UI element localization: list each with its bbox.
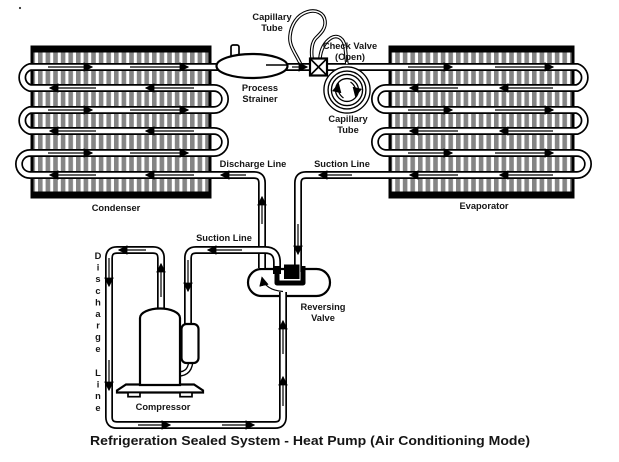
capillary-tube-loop (288, 9, 349, 66)
discharge-line-top-label: Discharge Line (220, 159, 287, 169)
diagram-title: Refrigeration Sealed System - Heat Pump … (90, 433, 530, 448)
capillary-tube-top-label-1: Capillary (252, 12, 292, 22)
check-valve (308, 57, 329, 77)
vertical-letter: D (95, 251, 102, 261)
stray-dot (18, 6, 22, 10)
check-valve-label-2: (Open) (335, 52, 365, 62)
vertical-letter: s (95, 274, 100, 284)
vertical-letter: n (95, 391, 101, 401)
vertical-letter: L (95, 368, 101, 378)
vertical-letter: h (95, 297, 101, 307)
process-strainer-label-2: Strainer (242, 94, 278, 104)
vertical-letter: i (97, 380, 100, 390)
reversing-valve-port-block (284, 264, 300, 279)
capillary-tube-coil-label-1: Capillary (328, 114, 368, 124)
reversing-valve-label-1: Reversing (301, 302, 346, 312)
reversing-valve-slider (274, 266, 306, 286)
flow-arrows (48, 62, 555, 430)
vertical-letter: g (95, 332, 101, 342)
capillary-tube-coil-label-2: Tube (337, 125, 359, 135)
capillary-coil-outer (324, 67, 370, 113)
compressor-discharge-loop (106, 247, 286, 428)
capillary-tube-coil (323, 66, 371, 114)
reversing-valve-label-2: Valve (311, 313, 335, 323)
condenser-label: Condenser (92, 203, 141, 213)
vertical-letter: r (96, 321, 100, 331)
suction-line-compressor-label: Suction Line (196, 233, 252, 243)
evaporator-label: Evaporator (459, 201, 508, 211)
capillary-tube-top-label-2: Tube (261, 23, 283, 33)
vertical-letter: e (95, 344, 100, 354)
discharge-line-vertical-label: D i s c h a r g e L i n e (95, 251, 102, 413)
check-valve-cross-2 (309, 57, 328, 77)
valve-flow-arrow (259, 276, 284, 293)
process-strainer-label-1: Process (242, 83, 278, 93)
vertical-letter: i (97, 263, 100, 273)
compressor-foot-left (127, 391, 141, 398)
process-strainer (215, 44, 289, 80)
capillary-loop-left (289, 10, 326, 66)
compressor-body (138, 307, 182, 387)
reversing-valve-internals (259, 264, 306, 293)
compressor-foot-right (179, 391, 193, 398)
vertical-letter: e (95, 403, 100, 413)
coil-flow-arrow-left (331, 82, 344, 99)
suction-line-top-label: Suction Line (314, 159, 370, 169)
compressor-base-plate (115, 383, 205, 394)
coil-flow-arrow-right (350, 81, 363, 98)
check-valve-label-1: Check Valve (323, 41, 377, 51)
compressor-unit (115, 307, 205, 398)
vertical-letter: a (95, 309, 101, 319)
capillary-coil-inner (332, 75, 362, 105)
capillary-loop-right (319, 35, 348, 65)
vertical-letter: c (95, 286, 100, 296)
accumulator (180, 322, 200, 365)
strainer-body (215, 52, 289, 80)
labels: Capillary Tube Check Valve (Open) Proces… (90, 12, 530, 448)
compressor-label: Compressor (136, 402, 191, 412)
